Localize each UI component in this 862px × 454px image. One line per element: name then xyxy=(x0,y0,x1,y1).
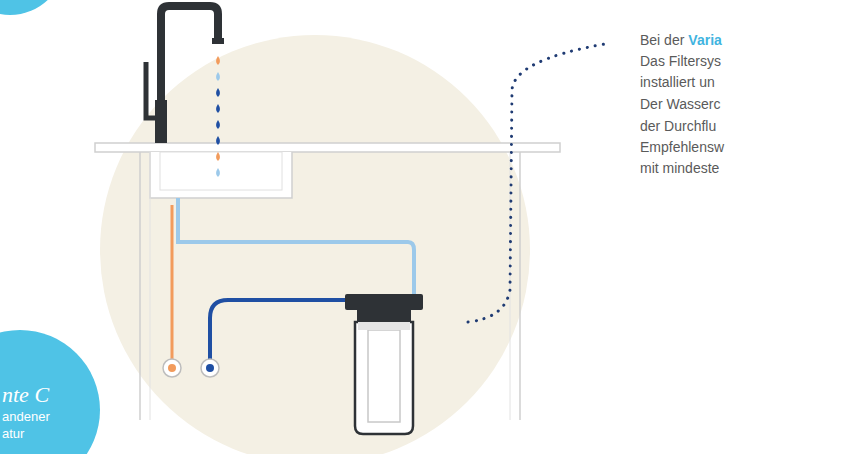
description-line: installiert un xyxy=(640,73,715,91)
description-line: Das Filtersys xyxy=(640,52,721,70)
variant-name: Varia xyxy=(688,31,721,49)
description-line: Bei der xyxy=(640,31,684,49)
description-line: mit mindeste xyxy=(640,159,719,177)
description-line: der Durchflu xyxy=(640,117,716,135)
description-line: Empfehlensw xyxy=(640,138,724,156)
description-line: Der Wasserc xyxy=(640,95,720,113)
variant-circle: nte Candener atur xyxy=(0,330,100,454)
variant-subtitle: andener atur xyxy=(2,408,62,442)
variant-title: nte C xyxy=(2,382,100,408)
